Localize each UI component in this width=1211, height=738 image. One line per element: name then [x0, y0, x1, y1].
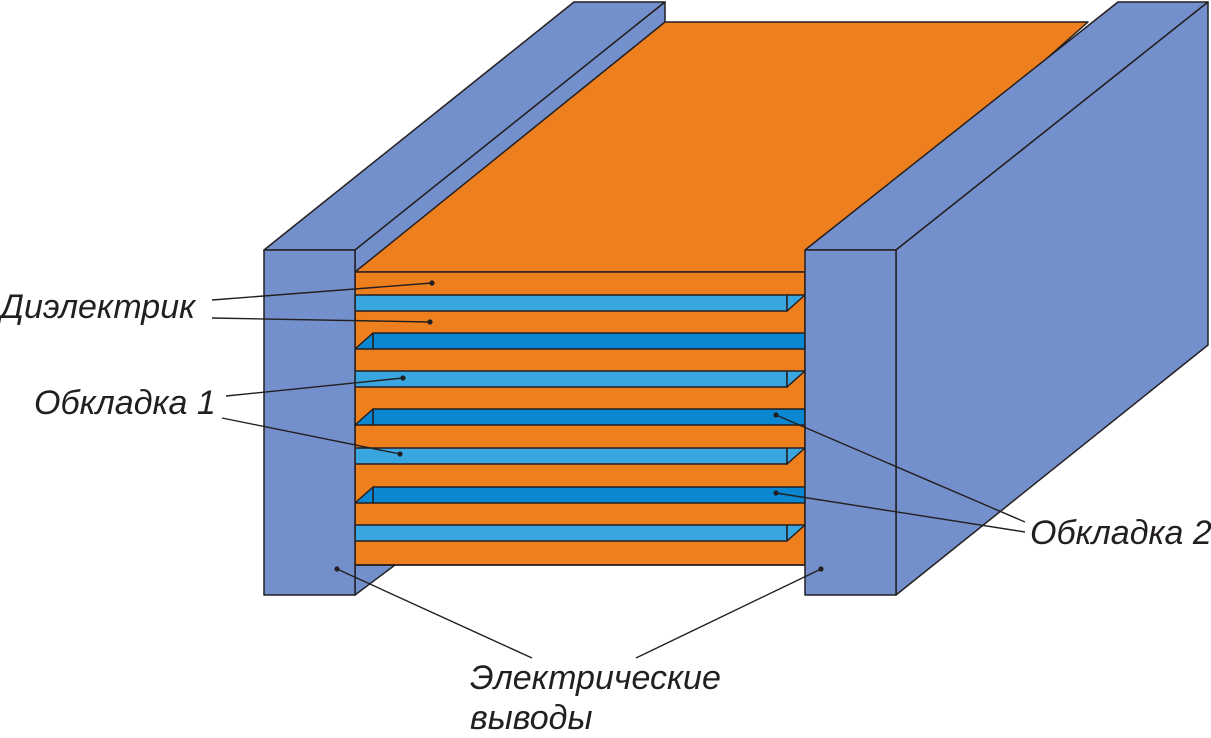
electrode-plate-1-edge: [786, 447, 806, 465]
electrode-plate-1: [354, 370, 788, 388]
electrode-plate-1: [354, 294, 788, 312]
electrode-plate-1-edge: [786, 370, 806, 388]
terminals-label-line-1: Электрические: [470, 659, 721, 697]
terminals-label-line-2: выводы: [470, 699, 593, 737]
electrode-plate-2-edge: [354, 486, 374, 504]
terminals-label: Электрические выводы: [470, 658, 721, 738]
plate-2-label: Обкладка 2: [1030, 514, 1211, 552]
right-terminal-front: [804, 249, 897, 596]
electrode-plate-2: [372, 486, 806, 504]
electrode-plate-2-edge: [354, 332, 374, 350]
electrode-plate-1: [354, 447, 788, 465]
plate-1-label: Обкладка 1: [34, 384, 216, 422]
electrode-plate-2-edge: [354, 408, 374, 426]
electrode-plate-1-edge: [786, 524, 806, 542]
dielectric-label: Диэлектрик: [0, 288, 196, 326]
leader-dots: [334, 280, 824, 572]
electrode-plate-1: [354, 524, 788, 542]
leader-lines: [211, 282, 1026, 659]
electrode-plate-2: [372, 332, 806, 350]
electrode-plate-1-edge: [786, 294, 806, 312]
left-terminal-front: [263, 249, 356, 596]
electrode-plate-2: [372, 408, 806, 426]
